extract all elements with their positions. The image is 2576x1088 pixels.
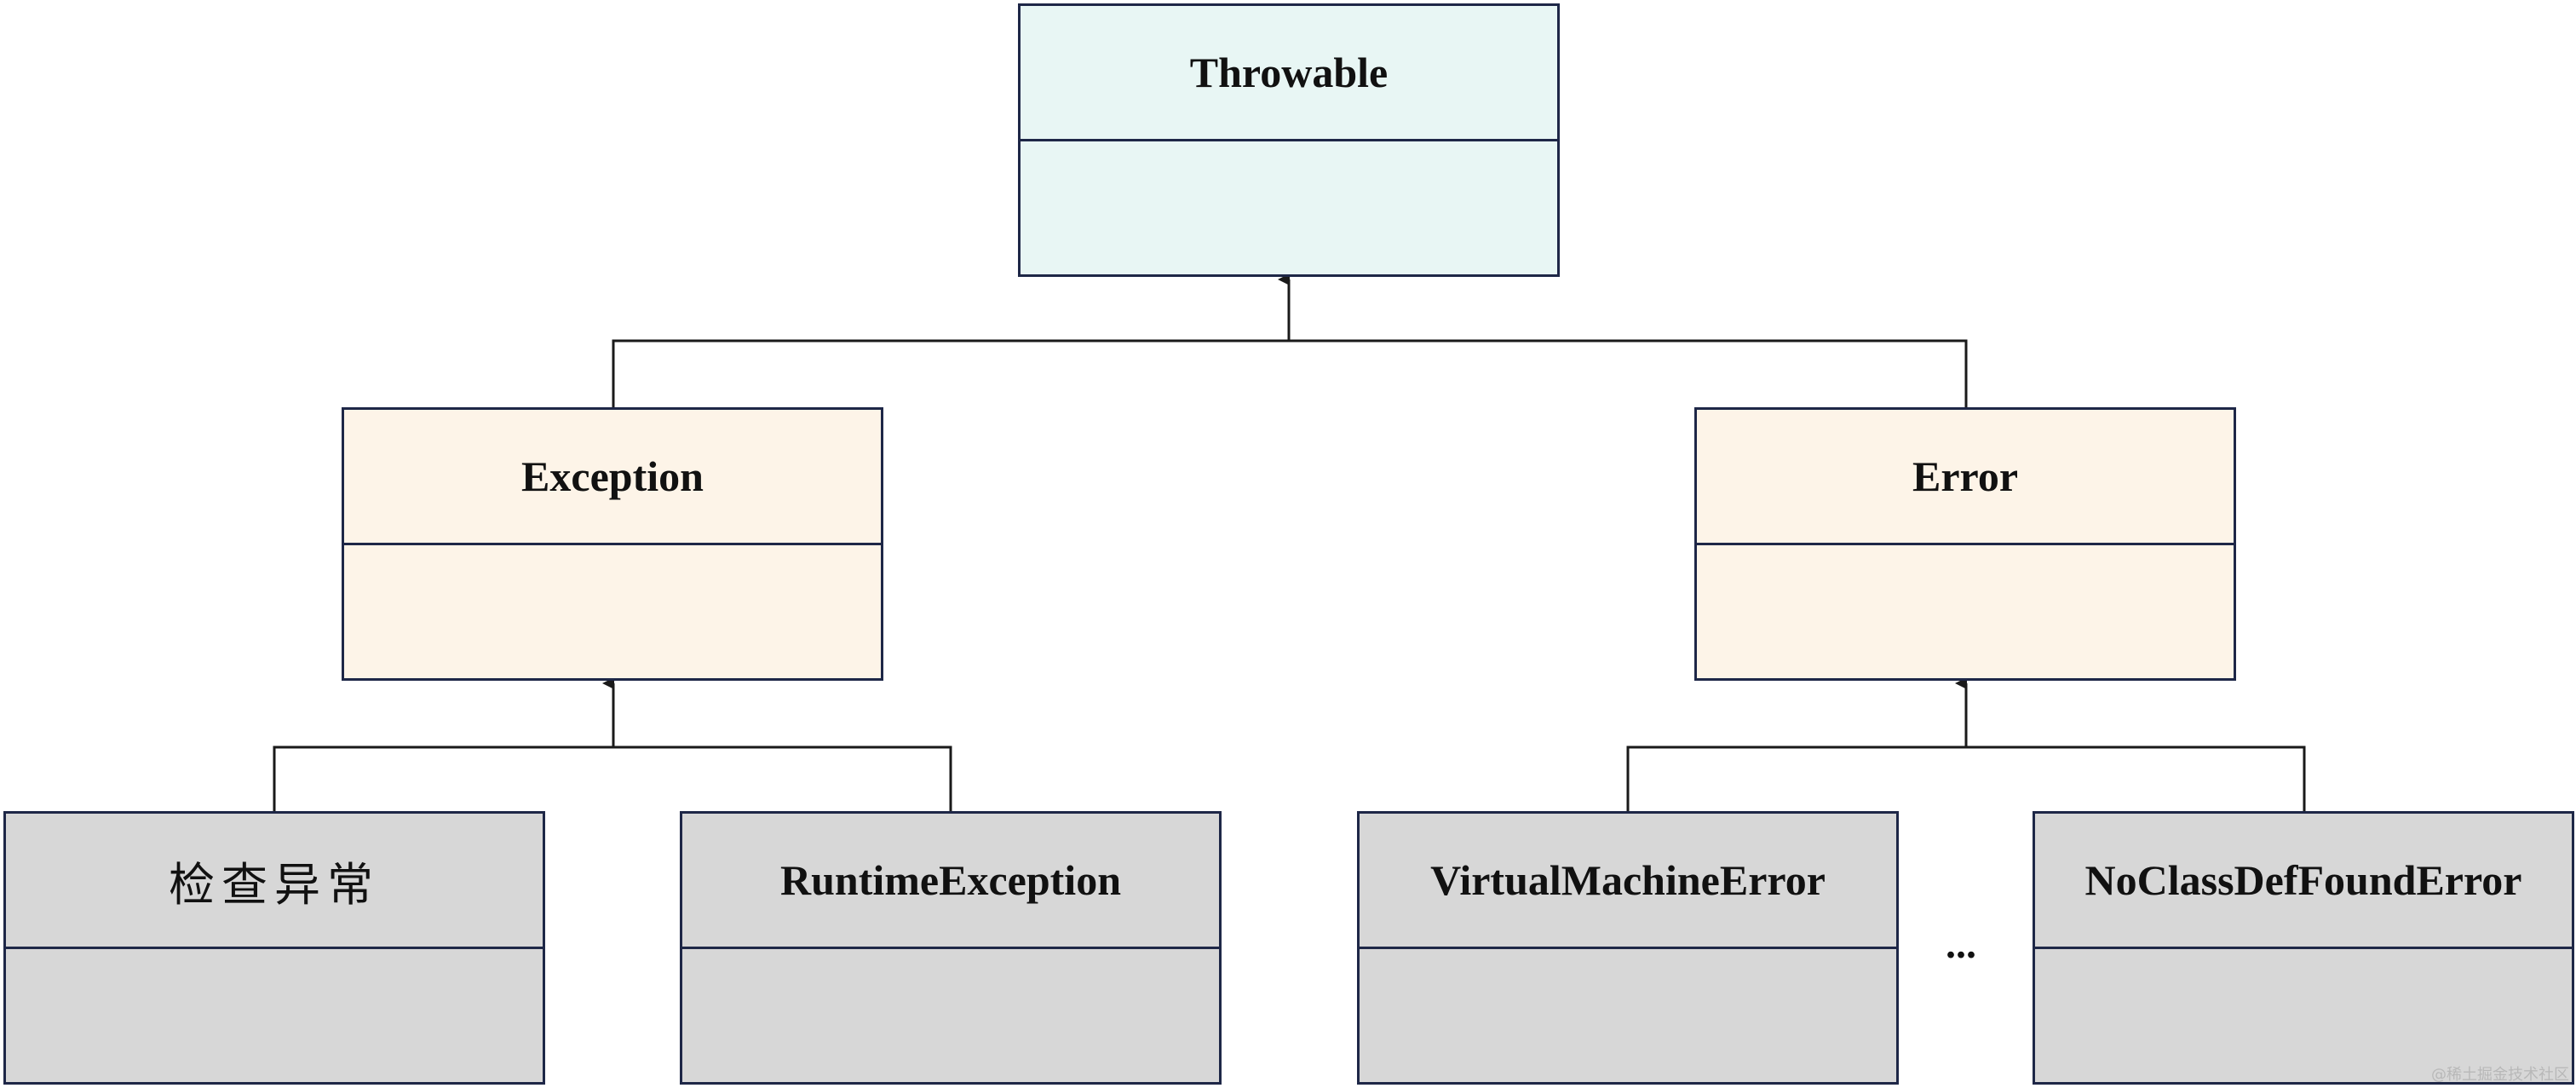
class-runtime-exception: RuntimeException [680,811,1222,1085]
class-name: RuntimeException [682,814,1219,949]
class-body [1360,949,1896,1082]
watermark-text: @稀土掘金技术社区 [2431,1066,2569,1084]
class-name: VirtualMachineError [1360,814,1896,949]
class-virtual-machine-error: VirtualMachineError [1357,811,1899,1085]
class-checked-exception: 检查异常 [3,811,545,1085]
connector-exception-to-throwable [612,339,1968,407]
class-no-class-def-found-error: NoClassDefFoundError [2033,811,2574,1085]
class-name: NoClassDefFoundError [2035,814,2572,949]
class-body [6,949,543,1082]
class-name: 检查异常 [6,814,543,949]
class-body [1021,141,1557,274]
class-body [344,545,881,678]
class-exception: Exception [342,407,883,681]
class-name: Exception [344,410,881,545]
ellipsis-more-errors: ... [1946,922,1976,967]
class-name: Throwable [1021,6,1557,141]
class-throwable: Throwable [1018,3,1560,277]
class-error: Error [1694,407,2236,681]
class-body [682,949,1219,1082]
connector-leaves-to-exception [273,745,952,811]
class-body [1697,545,2234,678]
class-name: Error [1697,410,2234,545]
connector-leaves-to-error [1626,745,2306,811]
